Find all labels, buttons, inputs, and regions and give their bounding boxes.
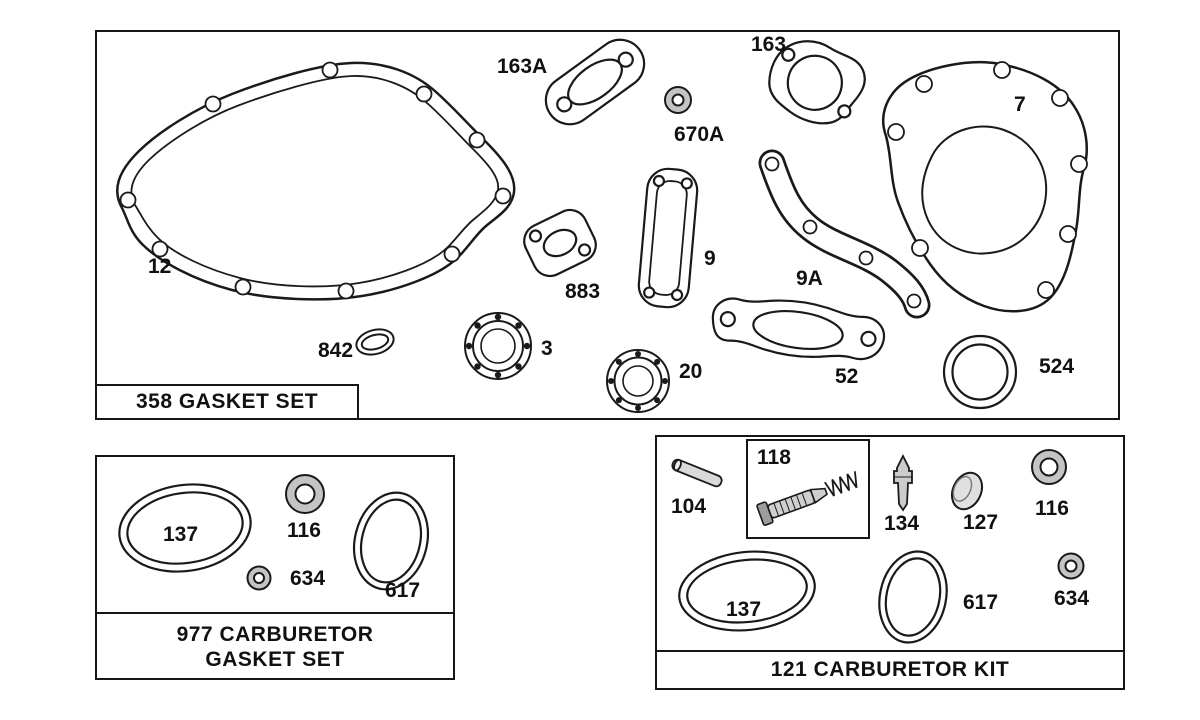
part-163a-gasket: [544, 38, 646, 126]
carb-kit-box: [655, 435, 1125, 690]
part-label-9: 9: [704, 247, 716, 270]
part-3-seal: [464, 312, 532, 380]
part-label-104: 104: [671, 495, 707, 518]
part-label-9a: 9A: [796, 267, 823, 290]
part-9-gasket: [637, 167, 699, 309]
part-134-needle-valve: [893, 453, 913, 512]
part-label-20: 20: [679, 360, 703, 383]
carb-kit-title: 121 CARBURETOR KIT: [770, 658, 1010, 681]
part-104-pin: [671, 458, 723, 488]
part-label-116-kit: 116: [1035, 497, 1069, 520]
part-label-617-kit: 617: [963, 591, 999, 614]
part-label-670a: 670A: [674, 123, 725, 146]
part-label-3: 3: [541, 337, 553, 360]
part-634-grommet-gasket-set: [246, 565, 272, 591]
part-118-needle-spring-assembly: [756, 471, 858, 526]
part-label-116-gasket-set: 116: [287, 519, 321, 542]
part-label-634-gasket-set: 634: [290, 567, 326, 590]
part-118-subbox: [746, 439, 870, 539]
part-842-ring: [355, 328, 395, 356]
part-label-163a: 163A: [497, 55, 548, 78]
part-127-plug: [950, 471, 984, 511]
part-label-883: 883: [565, 280, 601, 303]
part-7-head-gasket: [881, 60, 1088, 313]
part-20-seal: [606, 349, 670, 413]
part-617-oring-kit: [878, 550, 948, 644]
gasket-set-title: 358 GASKET SET: [135, 390, 319, 413]
part-9a-gasket: [758, 149, 931, 319]
part-label-163: 163: [751, 33, 787, 56]
part-137-oring-gasket-set: [118, 483, 252, 573]
carb-gasket-set-title-line1: 977 CARBURETOR: [176, 623, 374, 646]
gasket-set-title-box: 358 GASKET SET: [95, 384, 359, 420]
part-label-52: 52: [835, 365, 859, 388]
part-12-crankcase-gasket: [116, 61, 516, 301]
part-137-oring-kit: [678, 550, 816, 632]
carb-kit-title-box: 121 CARBURETOR KIT: [655, 658, 1125, 682]
part-52-gasket: [711, 297, 886, 361]
part-label-842: 842: [318, 339, 354, 362]
gasket-set-box: [95, 30, 1120, 420]
part-label-118: 118: [757, 446, 791, 469]
carb-gasket-set-box: [95, 455, 455, 680]
part-524-oring: [942, 334, 1018, 410]
part-116-washer-kit: [1031, 449, 1067, 485]
part-634-grommet-kit: [1057, 552, 1085, 580]
part-163-gasket: [768, 40, 866, 125]
part-label-127: 127: [963, 511, 999, 534]
part-116-washer-gasket-set: [285, 474, 325, 514]
part-label-7: 7: [1014, 93, 1026, 116]
part-label-524: 524: [1039, 355, 1075, 378]
part-617-oring-gasket-set: [353, 491, 429, 591]
part-label-137-kit: 137: [726, 598, 762, 621]
part-label-634-kit: 634: [1054, 587, 1090, 610]
part-label-134: 134: [884, 512, 920, 535]
part-670a-grommet: [664, 86, 692, 114]
part-label-617-gasket-set: 617: [385, 579, 421, 602]
carb-kit-divider: [655, 650, 1125, 652]
part-883-gasket: [523, 208, 597, 278]
carb-gasket-set-title-box: 977 CARBURETOR GASKET SET: [95, 622, 455, 672]
carb-gasket-set-title-line2: GASKET SET: [205, 648, 345, 671]
carb-gasket-set-divider: [95, 612, 455, 614]
part-label-12: 12: [148, 255, 172, 278]
part-label-137-gasket-set: 137: [163, 523, 199, 546]
